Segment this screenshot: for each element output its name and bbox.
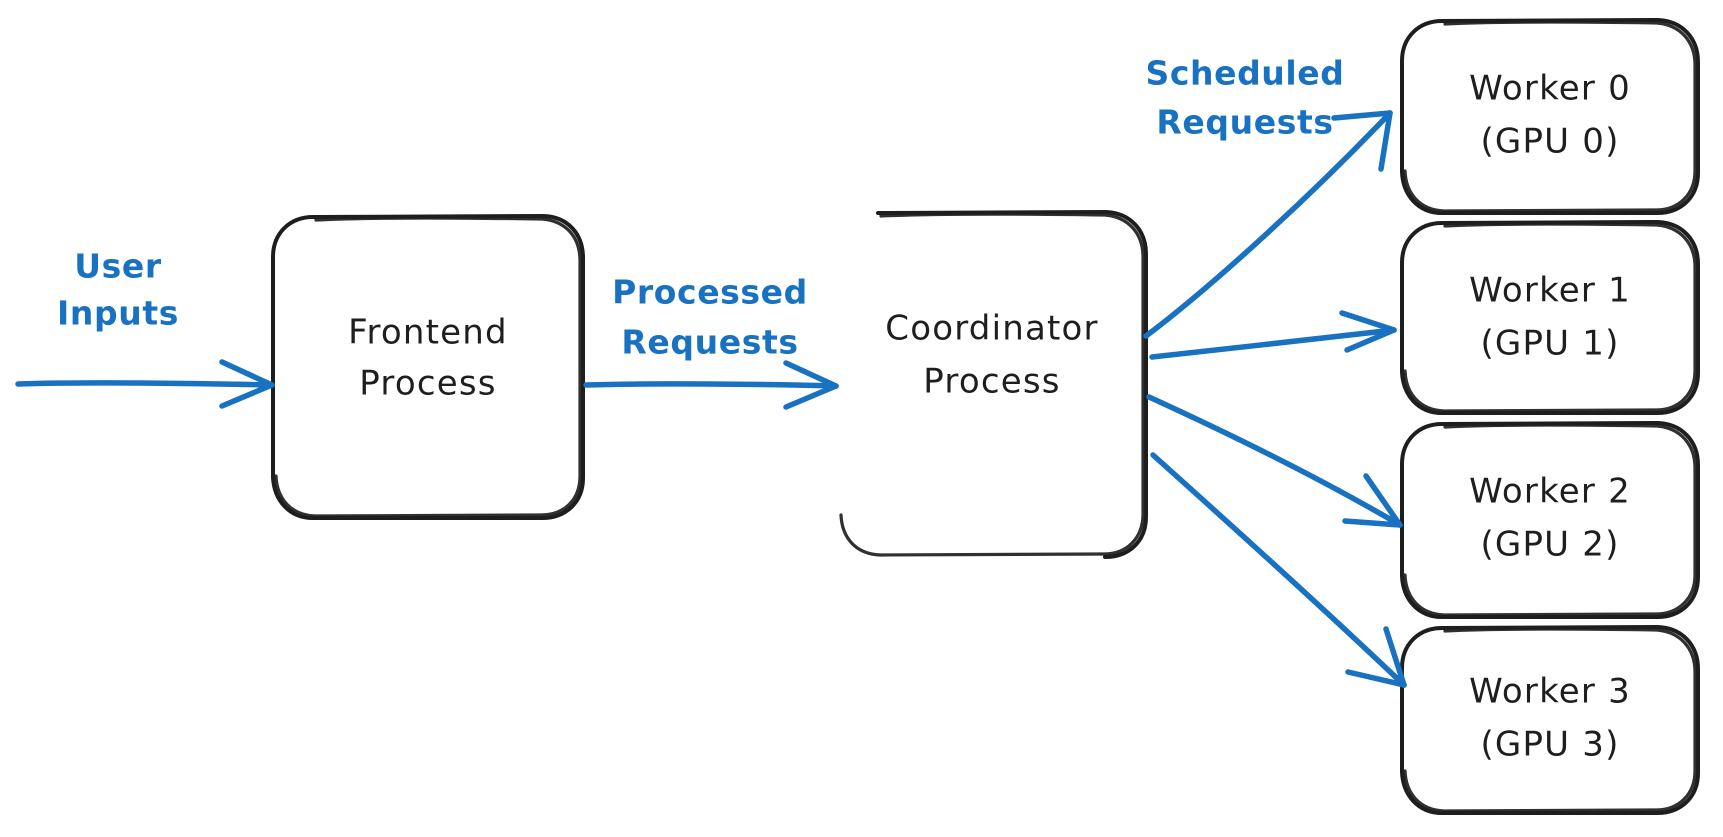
arrow-coordinator-to-worker-2-line <box>1146 394 1403 528</box>
arrow-coordinator-to-worker-0-head-b <box>1378 110 1393 172</box>
worker-3-label-line1: Worker 3 <box>1469 672 1631 712</box>
worker-2-box-sketch <box>1403 423 1697 617</box>
worker-0-node[interactable]: Worker 0 (GPU 0) <box>1400 18 1700 215</box>
worker-0-box <box>1400 18 1700 215</box>
arrow-user-to-frontend-head-bottom <box>219 382 275 409</box>
arrow-coordinator-to-worker-3-head-b <box>1345 669 1407 688</box>
arrow-coordinator-to-worker-2-head-a <box>1363 473 1403 528</box>
arrow-user-to-frontend-head-top <box>219 359 275 388</box>
coordinator-process-label-line1: Coordinator <box>885 309 1098 349</box>
frontend-process-label-line1: Frontend <box>348 313 508 353</box>
arrow-coordinator-to-worker-2-head-b <box>1342 518 1403 528</box>
arrow-coordinator-to-worker-3 <box>1150 452 1407 688</box>
arrow-coordinator-to-worker-1-line <box>1149 327 1397 360</box>
worker-3-node[interactable]: Worker 3 (GPU 3) <box>1400 625 1700 815</box>
user-inputs-label-line1: User <box>74 247 162 286</box>
worker-1-box <box>1400 220 1700 415</box>
worker-0-label-line1: Worker 0 <box>1469 69 1631 109</box>
coordinator-process-label-line2: Process <box>923 362 1060 402</box>
processed-requests-label-line1: Processed <box>612 273 808 312</box>
arrow-coordinator-to-worker-2 <box>1146 394 1403 528</box>
arrow-frontend-to-coordinator-head-top <box>783 360 839 389</box>
arrow-coordinator-to-worker-1-head-b <box>1344 327 1397 353</box>
worker-2-label-line2: (GPU 2) <box>1480 525 1619 565</box>
processed-requests-label: Processed Requests <box>612 273 808 362</box>
user-inputs-label-line2: Inputs <box>57 294 179 333</box>
scheduled-requests-label: Scheduled Requests <box>1145 54 1344 142</box>
worker-0-box-sketch <box>1403 20 1697 213</box>
arrow-coordinator-to-worker-0-head-a <box>1331 110 1393 121</box>
processed-requests-label-line2: Requests <box>621 323 798 362</box>
scheduled-requests-label-line2: Requests <box>1156 103 1333 142</box>
arrow-frontend-to-coordinator-head-bottom <box>783 383 839 410</box>
worker-1-label-line1: Worker 1 <box>1469 271 1631 311</box>
frontend-process-box-sketch <box>274 216 582 518</box>
coordinator-process-box-sketch <box>839 212 1145 557</box>
worker-2-box <box>1400 421 1700 619</box>
frontend-process-label-line2: Process <box>359 364 496 404</box>
worker-1-label-line2: (GPU 1) <box>1480 324 1619 364</box>
arrow-user-to-frontend <box>15 359 275 409</box>
coordinator-process-node[interactable]: Coordinator Process <box>839 210 1148 559</box>
user-inputs-label: User Inputs <box>57 247 179 333</box>
frontend-process-box <box>271 214 585 520</box>
worker-1-box-sketch <box>1403 222 1697 413</box>
arrow-coordinator-to-worker-0 <box>1143 110 1393 339</box>
worker-2-node[interactable]: Worker 2 (GPU 2) <box>1400 421 1700 619</box>
arrow-frontend-to-coordinator <box>583 360 839 410</box>
coordinator-process-box <box>876 210 1148 559</box>
arrow-coordinator-to-worker-3-line <box>1150 452 1407 688</box>
arrow-coordinator-to-worker-1-head-a <box>1339 310 1397 333</box>
arrow-coordinator-to-worker-0-line <box>1143 110 1393 339</box>
worker-3-box <box>1400 625 1700 815</box>
worker-3-label-line2: (GPU 3) <box>1480 725 1619 765</box>
frontend-process-node[interactable]: Frontend Process <box>271 214 585 520</box>
scheduled-requests-label-line1: Scheduled <box>1145 54 1344 93</box>
arrow-coordinator-to-worker-1 <box>1149 310 1397 360</box>
arrow-user-to-frontend-line <box>15 380 275 388</box>
worker-1-node[interactable]: Worker 1 (GPU 1) <box>1400 220 1700 415</box>
worker-2-label-line1: Worker 2 <box>1469 472 1631 512</box>
arrow-frontend-to-coordinator-line <box>583 381 839 389</box>
worker-0-label-line2: (GPU 0) <box>1480 122 1619 162</box>
worker-3-box-sketch <box>1403 627 1697 813</box>
arrow-coordinator-to-worker-3-head-a <box>1383 626 1407 688</box>
